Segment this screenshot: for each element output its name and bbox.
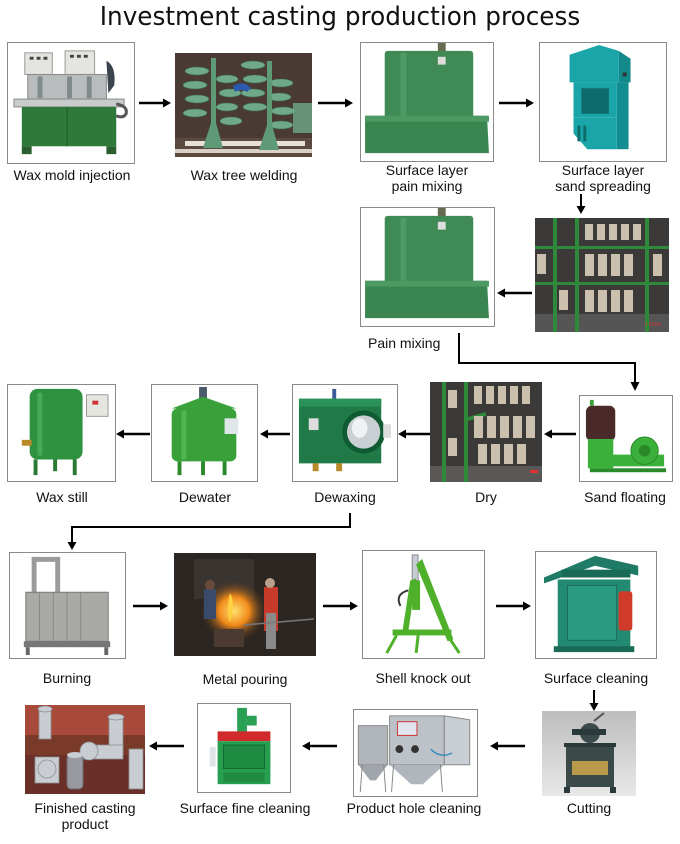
step-19-label-line2: product [61,816,109,832]
step-13-label: Metal pouring [202,671,288,687]
step-14-image-shell-knockout-machine [362,550,485,659]
connector-arrow-icon [455,333,645,393]
arrow-left-icon [116,429,150,439]
step-3-label-line1: Surface layer [385,162,469,178]
step-11-label: Wax still [36,489,88,505]
step-14-label: Shell knock out [375,670,471,686]
arrow-right-icon [318,98,353,108]
step-18-image-tumble-shot-blaster [197,703,291,793]
step-17-label: Product hole cleaning [346,800,482,816]
arrow-left-icon [149,741,184,751]
step-3-label-line2: pain mixing [391,178,463,194]
step-1-label: Wax mold injection [13,167,131,183]
step-3-image-green-slurry-mixer [360,42,494,162]
step-19-label-line1: Finished casting [34,800,136,816]
step-4-label: Surface layer sand spreading [526,162,680,194]
step-4-label-line1: Surface layer [561,162,645,178]
step-2-image-wax-trees [175,53,312,157]
step-16-label: Cutting [566,800,612,816]
step-6-image-green-slurry-mixer [360,207,495,327]
step-12-label: Burning [42,670,92,686]
arrow-right-icon [499,98,534,108]
arrow-right-icon [496,601,531,611]
step-6-label: Pain mixing [368,335,441,351]
arrow-left-icon [260,429,290,439]
arrow-right-icon [139,98,171,108]
arrow-left-icon [302,741,337,751]
step-15-label: Surface cleaning [543,670,649,686]
step-19-image-steel-pipe-fittings [25,705,145,794]
step-2-label: Wax tree welding [190,167,298,183]
step-11-image-green-tank-with-panel [7,384,116,482]
step-1-image-wax-injection-machine [7,42,135,164]
arrow-right-icon [323,601,358,611]
arrow-right-icon [133,601,168,611]
step-3-label: Surface layer pain mixing [350,162,504,194]
arrow-left-icon [398,429,430,439]
step-9-image-steam-autoclave [292,384,398,482]
step-17-image-sandblast-cabinet [353,709,478,797]
step-19-label: Finished casting product [15,800,155,832]
page-title: Investment casting production process [99,2,581,32]
step-4-label-line2: sand spreading [555,178,651,194]
step-4-image-cyan-sand-sprinkler [539,42,667,162]
step-12-image-roasting-furnace [9,552,126,659]
arrow-left-icon [544,429,576,439]
arrow-down-icon [576,194,586,214]
step-16-image-cutting-machine [542,711,636,796]
arrow-left-icon [497,288,532,298]
step-10-label: Dewater [178,489,232,505]
rack-scale-mark: 1 15cm [645,322,661,328]
step-13-image-workers-pouring-metal [174,553,316,656]
step-8-image-shell-racks-drying [430,382,542,482]
step-10-image-green-tank-with-motor [151,384,258,482]
step-7-image-fluidized-sand-bed [579,395,673,482]
step-8-label: Dry [475,489,497,505]
step-9-label: Dewaxing [314,489,376,505]
step-18-label: Surface fine cleaning [179,800,311,816]
step-7-label: Sand floating [584,489,666,505]
arrow-down-icon [589,690,599,712]
step-15-image-hook-shot-blaster [535,551,657,659]
step-5-image-shell-racks-drying: 1 15cm [535,218,669,332]
connector-arrow-icon [66,513,356,553]
arrow-left-icon [490,741,525,751]
